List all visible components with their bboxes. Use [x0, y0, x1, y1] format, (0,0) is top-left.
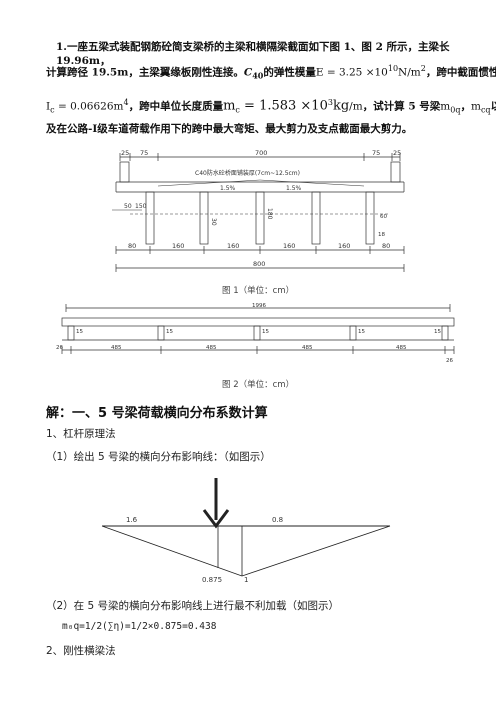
dim-label: 75 [140, 149, 148, 157]
text-span: 的弹性模量 [263, 66, 316, 79]
text-span: ，试计算 5 号梁 [362, 100, 441, 113]
formula-m0q: m₀q=1/2(∑η)=1/2×0.875=0.438 [62, 621, 217, 632]
dim-label: 25 [121, 149, 129, 157]
text-span: 40 [252, 70, 264, 81]
text-span: 0q [450, 105, 461, 115]
dim-label: 485 [302, 345, 313, 351]
dim-label: 75 [372, 149, 380, 157]
dim-label: 700 [255, 149, 267, 157]
figure-1-cross-section: 25 75 700 75 25 C40防水砼桥面铺装厚(7cm~12.5cm) … [112, 149, 405, 272]
dim-label: 26 [56, 345, 63, 351]
figure-2-caption: 图 2（单位：cm） [222, 380, 295, 390]
problem-line-1: 1.一座五梁式装配钢筋砼简支梁桥的主梁和横隔梁截面如下图 1、图 2 所示，主梁… [56, 41, 450, 67]
section-2-title: 2、刚性横梁法 [46, 645, 116, 657]
inertia-value: = 0.06626m [54, 100, 124, 113]
solution-heading: 解：一、5 号梁荷载横向分布系数计算 [46, 406, 268, 421]
mass-value: = 1.583 ×10 [239, 98, 328, 114]
text-span: 10 [387, 64, 399, 73]
dim-label: 26 [446, 358, 453, 364]
text-span: m [410, 66, 421, 79]
dim-label: 50 [124, 203, 132, 210]
dim-label: 160 [227, 242, 239, 250]
text-span: kg [332, 98, 350, 114]
text-span: C [243, 66, 253, 79]
dim-label: 15 [166, 329, 173, 335]
dim-label: 160 [283, 242, 295, 250]
text-span: 以 [490, 100, 496, 113]
figure-2-longitudinal: 1996 15 15 15 15 15 26 485 485 485 485 2… [56, 303, 455, 364]
text-span: 计算跨径 19.5m，主梁翼缘板刚性连接。 [46, 66, 244, 79]
dim-label: 800 [253, 260, 265, 268]
dim-label: 80 [382, 242, 390, 250]
text-span: m [470, 100, 481, 113]
text-span: 4 [123, 98, 129, 107]
problem-line-3: Ic = 0.06626m4，跨中单位长度质量mc = 1.583 ×103kg… [46, 96, 496, 118]
dim-label: 180 [266, 208, 273, 220]
text-span: m [223, 98, 236, 114]
slope-label: 1.5% [286, 185, 302, 192]
dim-label: 1996 [252, 303, 266, 309]
text-span: ，跨中单位长度质量 [128, 100, 224, 113]
text-span: m [352, 100, 363, 113]
dim-label: 15 [358, 329, 365, 335]
dim-label: 485 [396, 345, 407, 351]
dim-label: 30 [210, 218, 217, 226]
problem-line-2: 计算跨径 19.5m，主梁翼缘板刚性连接。C40的弹性模量E = 3.25 ×1… [46, 62, 496, 83]
text-span: cq [480, 105, 491, 115]
text-span: 3 [327, 98, 333, 107]
dim-label: 18 [378, 232, 385, 238]
dim-label: 150 [135, 203, 147, 210]
text-span: ，跨中截面惯性矩 [425, 66, 496, 79]
problem-line-4: 及在公路-Ⅰ级车道荷载作用下的跨中最大弯矩、最大剪力及支点截面最大剪力。 [46, 123, 413, 135]
infl-label: 0.8 [272, 516, 283, 524]
section-1-title: 1、杠杆原理法 [46, 428, 116, 440]
text-span: ， [460, 100, 471, 113]
load-arrow-icon [202, 509, 230, 529]
infl-label: 1.6 [126, 516, 138, 524]
text-span: N [398, 66, 408, 79]
text-span: 2 [420, 64, 426, 73]
figure-1-caption: 图 1（单位：cm） [222, 286, 295, 296]
step-1-text: （1）绘出 5 号梁的横向分布影响线：（如图示） [46, 451, 271, 463]
text-span: I [46, 100, 51, 113]
dim-label: 160 [172, 242, 184, 250]
text-span: m [440, 100, 451, 113]
dim-label: 15 [262, 329, 269, 335]
dim-label: 80 [128, 242, 136, 250]
infl-label: 1 [244, 576, 248, 584]
dim-label: 485 [111, 345, 122, 351]
slope-label: 1.5% [220, 185, 236, 192]
modulus-value: E = 3.25 ×10 [315, 66, 388, 79]
dim-label: 25 [393, 149, 401, 157]
dim-label: 15 [76, 329, 83, 335]
dim-label: 60 [380, 214, 387, 220]
dim-label: 15 [434, 329, 441, 335]
infl-label: 0.875 [202, 576, 222, 584]
step-2-text: （2）在 5 号梁的横向分布影响线上进行最不利加载（如图示） [46, 600, 340, 612]
text-span: c [50, 105, 55, 115]
influence-line-diagram: 1.6 0.8 0.875 1 [101, 478, 391, 584]
deck-note: C40防水砼桥面铺装厚(7cm~12.5cm) [195, 169, 300, 177]
dim-label: 485 [206, 345, 217, 351]
dim-label: 160 [338, 242, 350, 250]
text-span: c [235, 105, 240, 115]
